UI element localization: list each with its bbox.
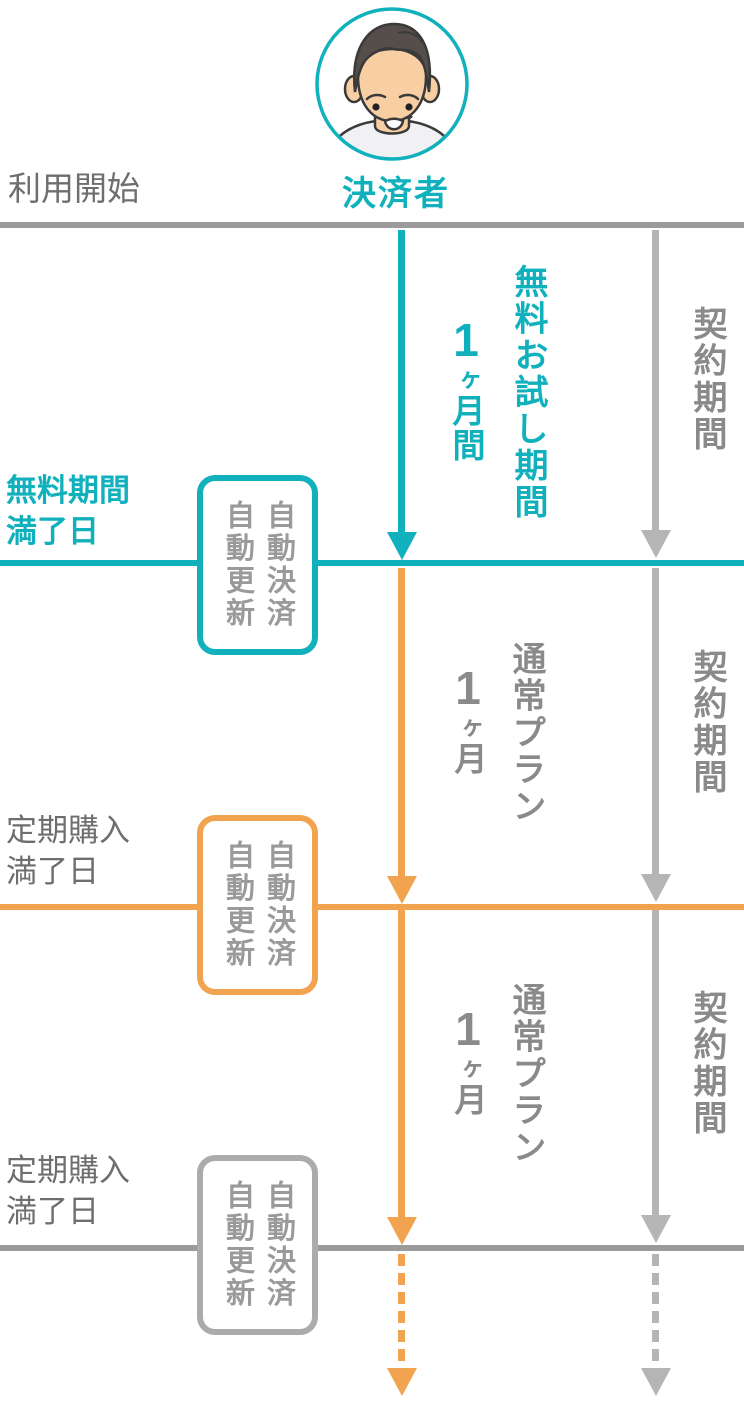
contract-period-arrow-shaft-3 [652,910,659,1215]
timeline-rule-start [0,222,744,228]
auto-renewal-box-3: 自動更新 自動決済 [197,1155,318,1335]
contract-period-arrow-shaft-1 [652,230,659,530]
contract-period-arrow-shaft-2 [652,568,659,874]
auto-renew-label: 自動更新 [221,1180,254,1310]
milestone-label-subscription-end-1: 定期購入 満了日 [6,810,130,892]
duration-number: 1 [440,314,492,368]
persona-label: 決済者 [342,175,450,213]
auto-renew-label: 自動更新 [221,500,254,630]
milestone-label-line: 満了日 [6,514,99,549]
contract-period-arrow-head-icon-2 [641,874,671,902]
milestone-label-line: 満了日 [6,1194,99,1229]
auto-renewal-box-2: 自動更新 自動決済 [197,815,318,995]
milestone-label-line: 無料期間 [6,473,130,508]
contract-period-label-3: 契約期間 [688,990,726,1137]
auto-renew-label: 自動更新 [221,840,254,970]
duration-counter: ヶ [454,1056,482,1083]
period-label-normal-plan-2: 通常プラン [507,982,545,1166]
milestone-label-line: 満了日 [6,854,99,889]
continuation-arrow-shaft-orange [398,1254,405,1368]
timeline-rule-subscription-end-1 [0,904,744,910]
contract-period-label-1: 契約期間 [688,306,726,453]
auto-payment-label: 自動決済 [262,840,295,970]
continuation-arrow-shaft-gray [652,1254,659,1368]
period-label-free-trial: 無料お試し期間 [509,264,547,522]
continuation-arrow-head-icon-gray [641,1368,671,1396]
milestone-label-line: 定期購入 [6,813,130,848]
timeline-rule-subscription-end-2 [0,1245,744,1251]
payer-avatar-icon [312,4,472,164]
milestone-label-line: 定期購入 [6,1153,130,1188]
duration-number: 1 [442,662,494,716]
normal-plan-arrow-shaft-2 [398,910,405,1217]
normal-plan-arrow-head-icon-1 [387,876,417,904]
start-label: 利用開始 [8,170,140,207]
timeline-rule-free-period-end [0,560,744,566]
duration-counter: ヶ [454,715,482,742]
duration-unit: 月間 [448,393,485,463]
duration-label-free-trial: 1ヶ月間 [440,314,492,463]
auto-payment-label: 自動決済 [262,1180,295,1310]
duration-unit: 月 [450,1082,487,1117]
free-trial-arrow-head-icon [387,532,417,560]
auto-renewal-box-1: 自動更新 自動決済 [197,475,318,655]
milestone-label-free-period-end: 無料期間 満了日 [6,470,130,552]
contract-period-arrow-head-icon-3 [641,1215,671,1243]
duration-unit: 月 [450,741,487,776]
duration-label-normal-plan-2: 1ヶ月 [442,1003,494,1117]
free-trial-arrow-shaft [398,230,405,532]
normal-plan-arrow-head-icon-2 [387,1217,417,1245]
normal-plan-arrow-shaft-1 [398,568,405,876]
milestone-label-subscription-end-2: 定期購入 満了日 [6,1150,130,1232]
auto-payment-label: 自動決済 [262,500,295,630]
duration-number: 1 [442,1003,494,1057]
duration-counter: ヶ [452,367,480,394]
contract-period-label-2: 契約期間 [688,649,726,796]
contract-period-arrow-head-icon-1 [641,530,671,558]
duration-label-normal-plan-1: 1ヶ月 [442,662,494,776]
period-label-normal-plan-1: 通常プラン [507,641,545,825]
continuation-arrow-head-icon-orange [387,1368,417,1396]
